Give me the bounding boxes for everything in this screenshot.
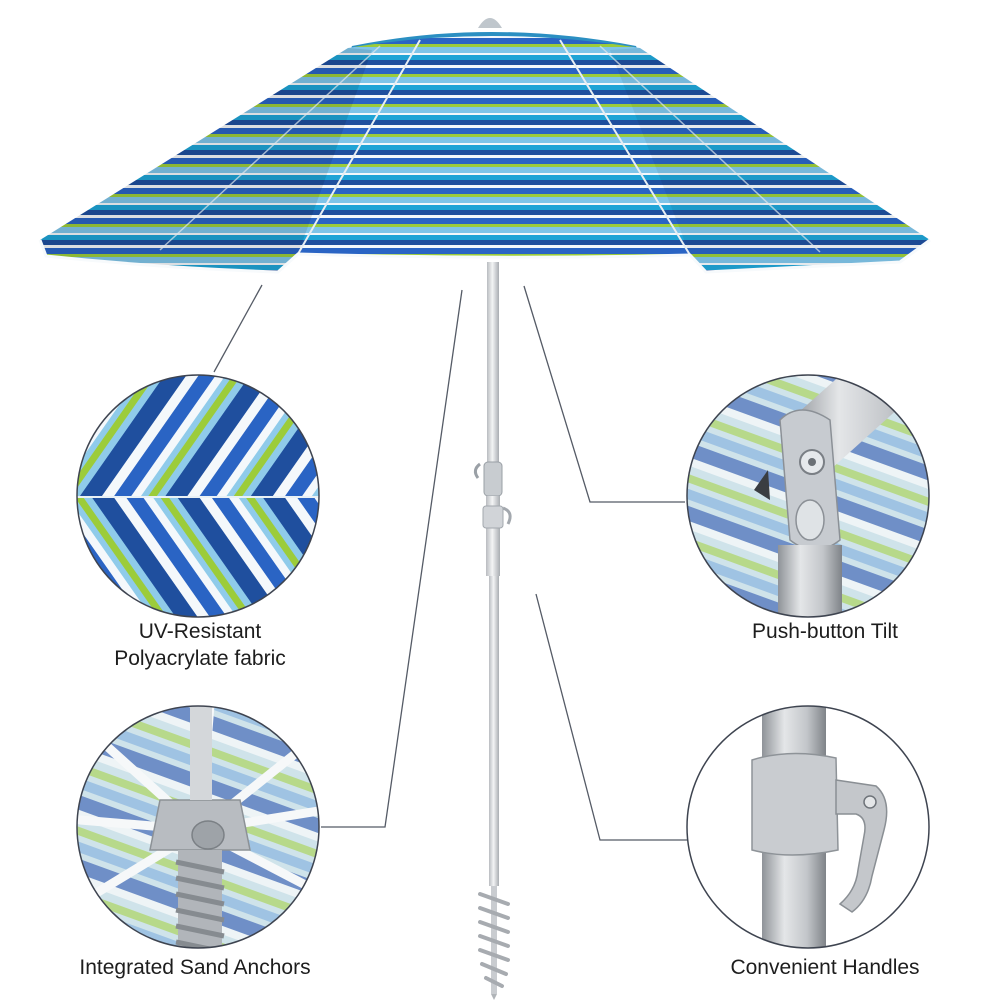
tilt-feature-label: Push-button Tilt <box>690 618 960 645</box>
callout-tilt <box>523 285 685 503</box>
callout-anchor <box>321 289 463 828</box>
fabric-label-line2: Polyacrylate fabric <box>114 647 286 670</box>
handle-feature-label: Convenient Handles <box>680 954 970 981</box>
fabric-closeup <box>76 374 320 618</box>
anchor-feature-label: Integrated Sand Anchors <box>40 954 350 981</box>
tilt-label-text: Push-button Tilt <box>752 620 898 643</box>
callout-fabric <box>213 284 263 373</box>
anchor-closeup <box>76 705 320 949</box>
handle-label-text: Convenient Handles <box>730 956 920 979</box>
callout-handle <box>535 593 688 841</box>
fabric-feature-label: UV-Resistant Polyacrylate fabric <box>60 618 340 672</box>
umbrella-canopy <box>38 18 931 274</box>
callout-lines <box>213 284 688 841</box>
tilt-closeup <box>686 374 930 618</box>
umbrella-pole <box>473 262 512 1000</box>
handle-closeup <box>686 705 930 949</box>
anchor-label-text: Integrated Sand Anchors <box>79 956 311 979</box>
fabric-label-line1: UV-Resistant <box>138 620 262 643</box>
